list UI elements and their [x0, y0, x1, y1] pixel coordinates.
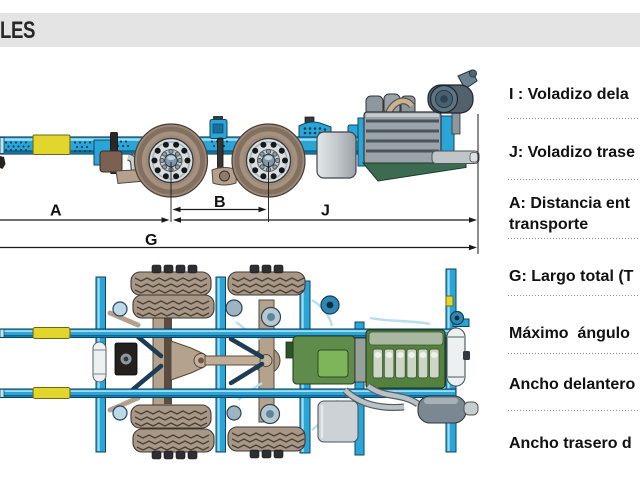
title-bar: LES: [0, 13, 640, 47]
tow-hook: [0, 156, 6, 169]
wheel-lugs: [151, 264, 284, 460]
cylinders: [372, 348, 440, 379]
legend-item-g: G: Largo total (T: [509, 268, 634, 285]
legend-separator: [508, 118, 640, 120]
dim-label-g: G: [145, 232, 157, 249]
side-wheel-2: [231, 123, 306, 198]
side-wheel-1: [133, 123, 209, 198]
legend-item-angle: Máximo ángulo: [509, 325, 630, 342]
rivets: [4, 140, 229, 153]
dim-label-a: A: [50, 203, 62, 220]
drum-front-top: [112, 301, 128, 317]
engine-top: [285, 295, 479, 443]
legend-item-j: J: Voladizo trase: [509, 144, 635, 161]
legend-separator: [508, 179, 640, 181]
top-view: [0, 264, 479, 460]
yellow-dot-rear: [445, 295, 454, 307]
legend-item-front-width: Ancho delantero: [509, 376, 636, 393]
brake-drums: [225, 299, 282, 425]
yellow-marker-top-2: [32, 386, 71, 400]
exhaust-pipes: [342, 383, 420, 411]
legend-separator: [508, 353, 640, 355]
air-tank-left: [92, 341, 107, 383]
side-view: [0, 69, 480, 198]
tank-gray: [317, 400, 359, 443]
engine-side: [316, 69, 480, 182]
legend-item-rear-width: Ancho trasero d: [509, 435, 632, 452]
dimension-labels: A B J G: [50, 194, 330, 249]
legend-separator: [508, 295, 640, 297]
dimension-lines: [0, 114, 479, 254]
legend-separator: [508, 238, 640, 240]
transfer-box: [114, 342, 138, 376]
bogie-suspension: [211, 137, 238, 186]
tire-pattern: [130, 271, 306, 453]
legend-item-i: I : Voladizo dela: [509, 86, 629, 103]
dim-label-j: J: [321, 203, 330, 220]
legend-separator: [508, 410, 640, 412]
slide-title: LES: [0, 17, 36, 44]
yellow-marker-top-1: [32, 326, 71, 340]
dim-label-b: B: [214, 194, 226, 211]
torque-rods: [128, 328, 265, 394]
air-tank-rear: [446, 327, 470, 387]
drum-front-bottom: [112, 405, 128, 421]
yellow-marker-side: [32, 134, 71, 156]
muffler-top: [417, 395, 479, 424]
top-wheels: [130, 264, 306, 460]
